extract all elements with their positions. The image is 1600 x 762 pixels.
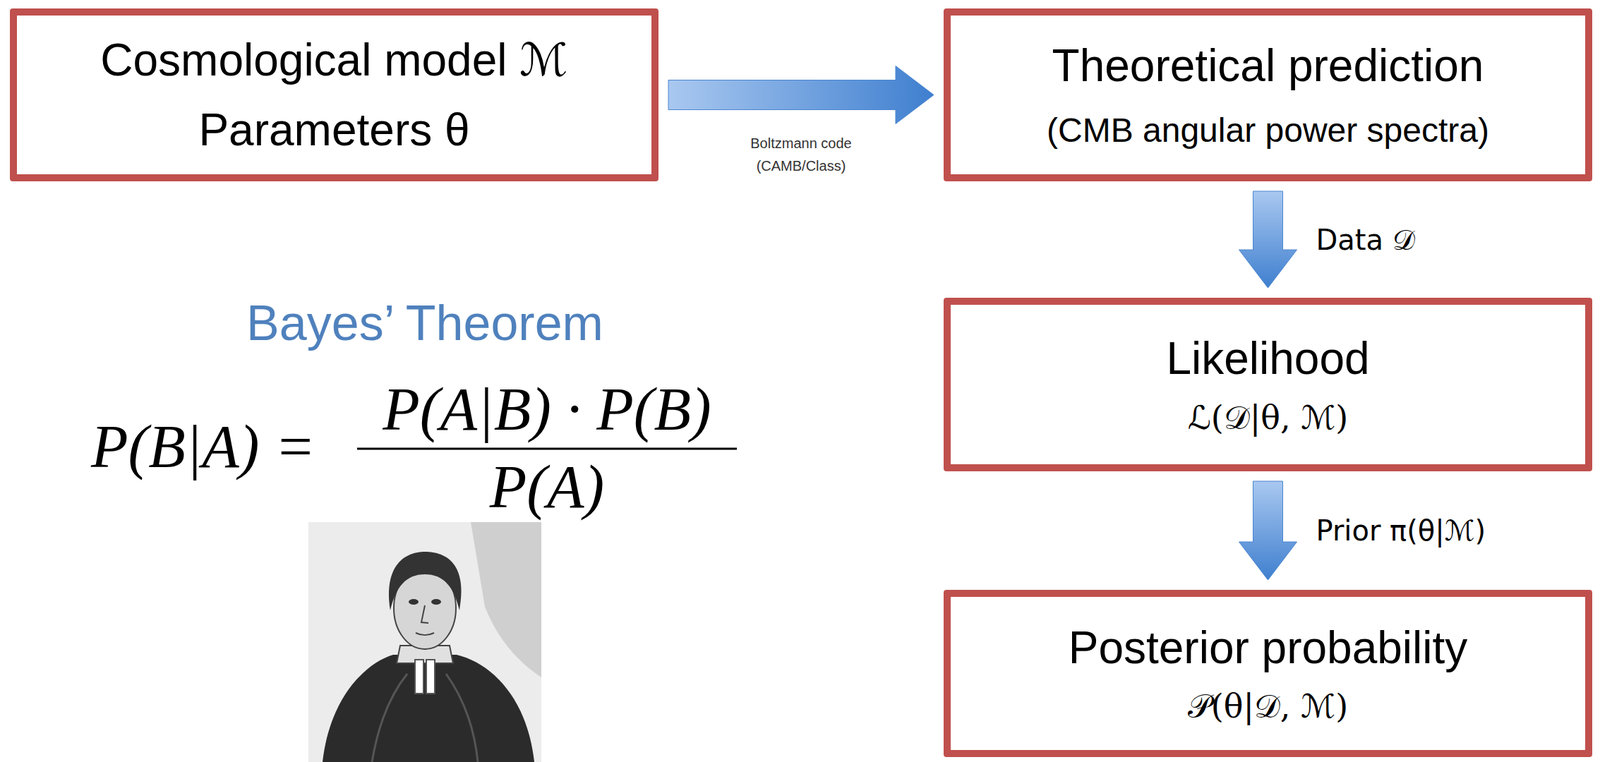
formula-numerator: P(A|B) · P(B)	[382, 376, 711, 444]
portrait-nose	[421, 605, 429, 624]
portrait-fold	[371, 674, 408, 762]
box-subtext: (CMB angular power spectra)	[1046, 110, 1490, 152]
bayes-portrait	[308, 522, 542, 762]
process-box: Cosmological model ℳ Parameters θ	[9, 8, 659, 182]
process-box: Likelihoodℒ(𝒟|θ, ℳ)	[943, 297, 1593, 472]
block-arrow	[668, 66, 934, 125]
process-box: Posterior probability𝒫(θ|𝒟, ℳ)	[943, 590, 1593, 758]
portrait-band	[426, 659, 435, 694]
box-heading: Theoretical prediction	[1052, 38, 1485, 94]
block-arrow	[1239, 191, 1298, 288]
portrait-hair	[388, 551, 462, 611]
box-subtext: ℒ(𝒟|θ, ℳ)	[1187, 398, 1349, 438]
portrait-mouth	[415, 633, 435, 636]
block-arrow	[1239, 481, 1298, 581]
portrait-ground	[308, 522, 542, 762]
box-heading: Likelihood	[1165, 331, 1370, 387]
portrait-fold	[446, 674, 478, 762]
portrait-band	[414, 659, 424, 694]
formula-lhs: P(B|A) =	[91, 413, 316, 481]
portrait-robe	[322, 654, 535, 762]
edge-label: Boltzmann code (CAMB/Class)	[737, 131, 865, 178]
box-subtext: 𝒫(θ|𝒟, ℳ)	[1187, 687, 1349, 727]
fraction-bar	[357, 448, 737, 451]
portrait-eye	[431, 599, 442, 605]
box-subtext: Parameters θ	[198, 103, 470, 158]
process-box: Theoretical prediction (CMB angular power…	[943, 8, 1593, 182]
formula-denominator: P(A)	[489, 453, 605, 521]
portrait-eye	[408, 599, 419, 605]
portrait-shade	[470, 522, 542, 678]
edge-label: Prior π(θ|ℳ)	[1316, 513, 1487, 548]
box-heading: Posterior probability	[1068, 621, 1469, 676]
edge-label: Data 𝒟	[1316, 223, 1416, 257]
theorem-title: Bayes’ Theorem	[246, 296, 604, 351]
box-heading: Cosmological model ℳ	[100, 33, 568, 88]
